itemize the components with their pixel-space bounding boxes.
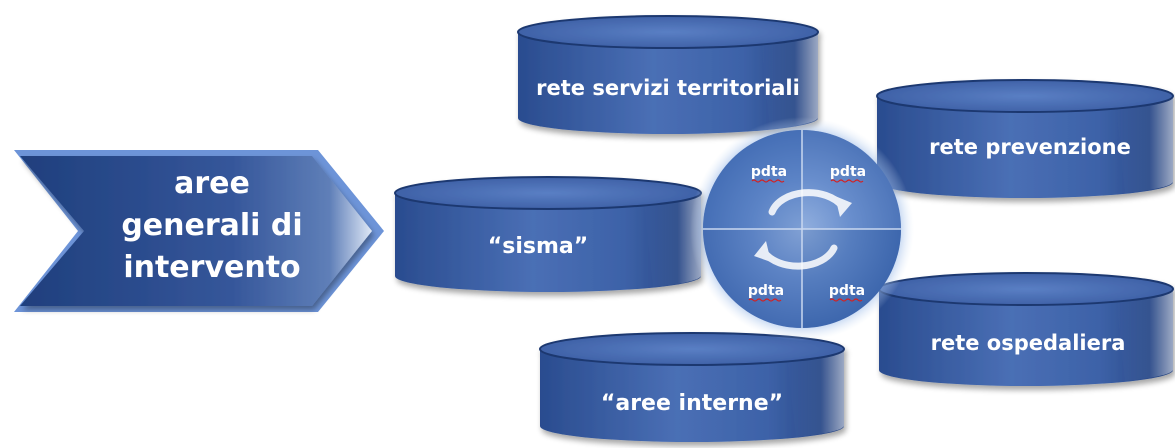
spellcheck-underline — [830, 179, 864, 183]
pdta-hub: pdta pdta pdta pdta — [690, 117, 914, 341]
cylinder-rete-ospedaliera: rete ospedaliera — [878, 272, 1174, 386]
pdta-label-top-right: pdta — [830, 164, 866, 183]
pdta-text: pdta — [829, 283, 865, 299]
cylinder-sisma: “sisma” — [394, 176, 702, 292]
pdta-text: pdta — [748, 283, 784, 299]
label-aree-interne: “aree interne” — [601, 391, 783, 416]
arrow-body — [20, 156, 372, 306]
aree-generali-arrow: aree generali di intervento — [14, 150, 384, 312]
arrow-line-3: intervento — [123, 250, 300, 285]
arrow-line-2: generali di — [121, 208, 302, 243]
label-rete-servizi-territoriali: rete servizi territoriali — [536, 76, 800, 100]
hub-quadrant-top-right — [802, 130, 901, 229]
pdta-text: pdta — [751, 164, 787, 180]
cycle-arrows-icon — [754, 189, 852, 270]
arrow-line-1: aree — [174, 166, 250, 201]
spellcheck-underline — [751, 179, 785, 183]
cylinder-rete-prevenzione: rete prevenzione — [876, 79, 1174, 198]
pdta-label-bottom-right: pdta — [829, 283, 865, 302]
pdta-label-top-left: pdta — [751, 164, 787, 183]
cylinder-rete-servizi-territoriali: rete servizi territoriali — [517, 15, 819, 134]
spellcheck-underline — [748, 298, 782, 302]
label-rete-prevenzione: rete prevenzione — [929, 135, 1131, 159]
cylinder-aree-interne: “aree interne” — [539, 332, 845, 442]
label-sisma: “sisma” — [488, 234, 588, 259]
spellcheck-underline — [829, 298, 863, 302]
pdta-label-bottom-left: pdta — [748, 283, 784, 302]
hub-quadrant-bottom-left — [703, 229, 802, 328]
pdta-text: pdta — [830, 164, 866, 180]
label-rete-ospedaliera: rete ospedaliera — [931, 331, 1126, 355]
